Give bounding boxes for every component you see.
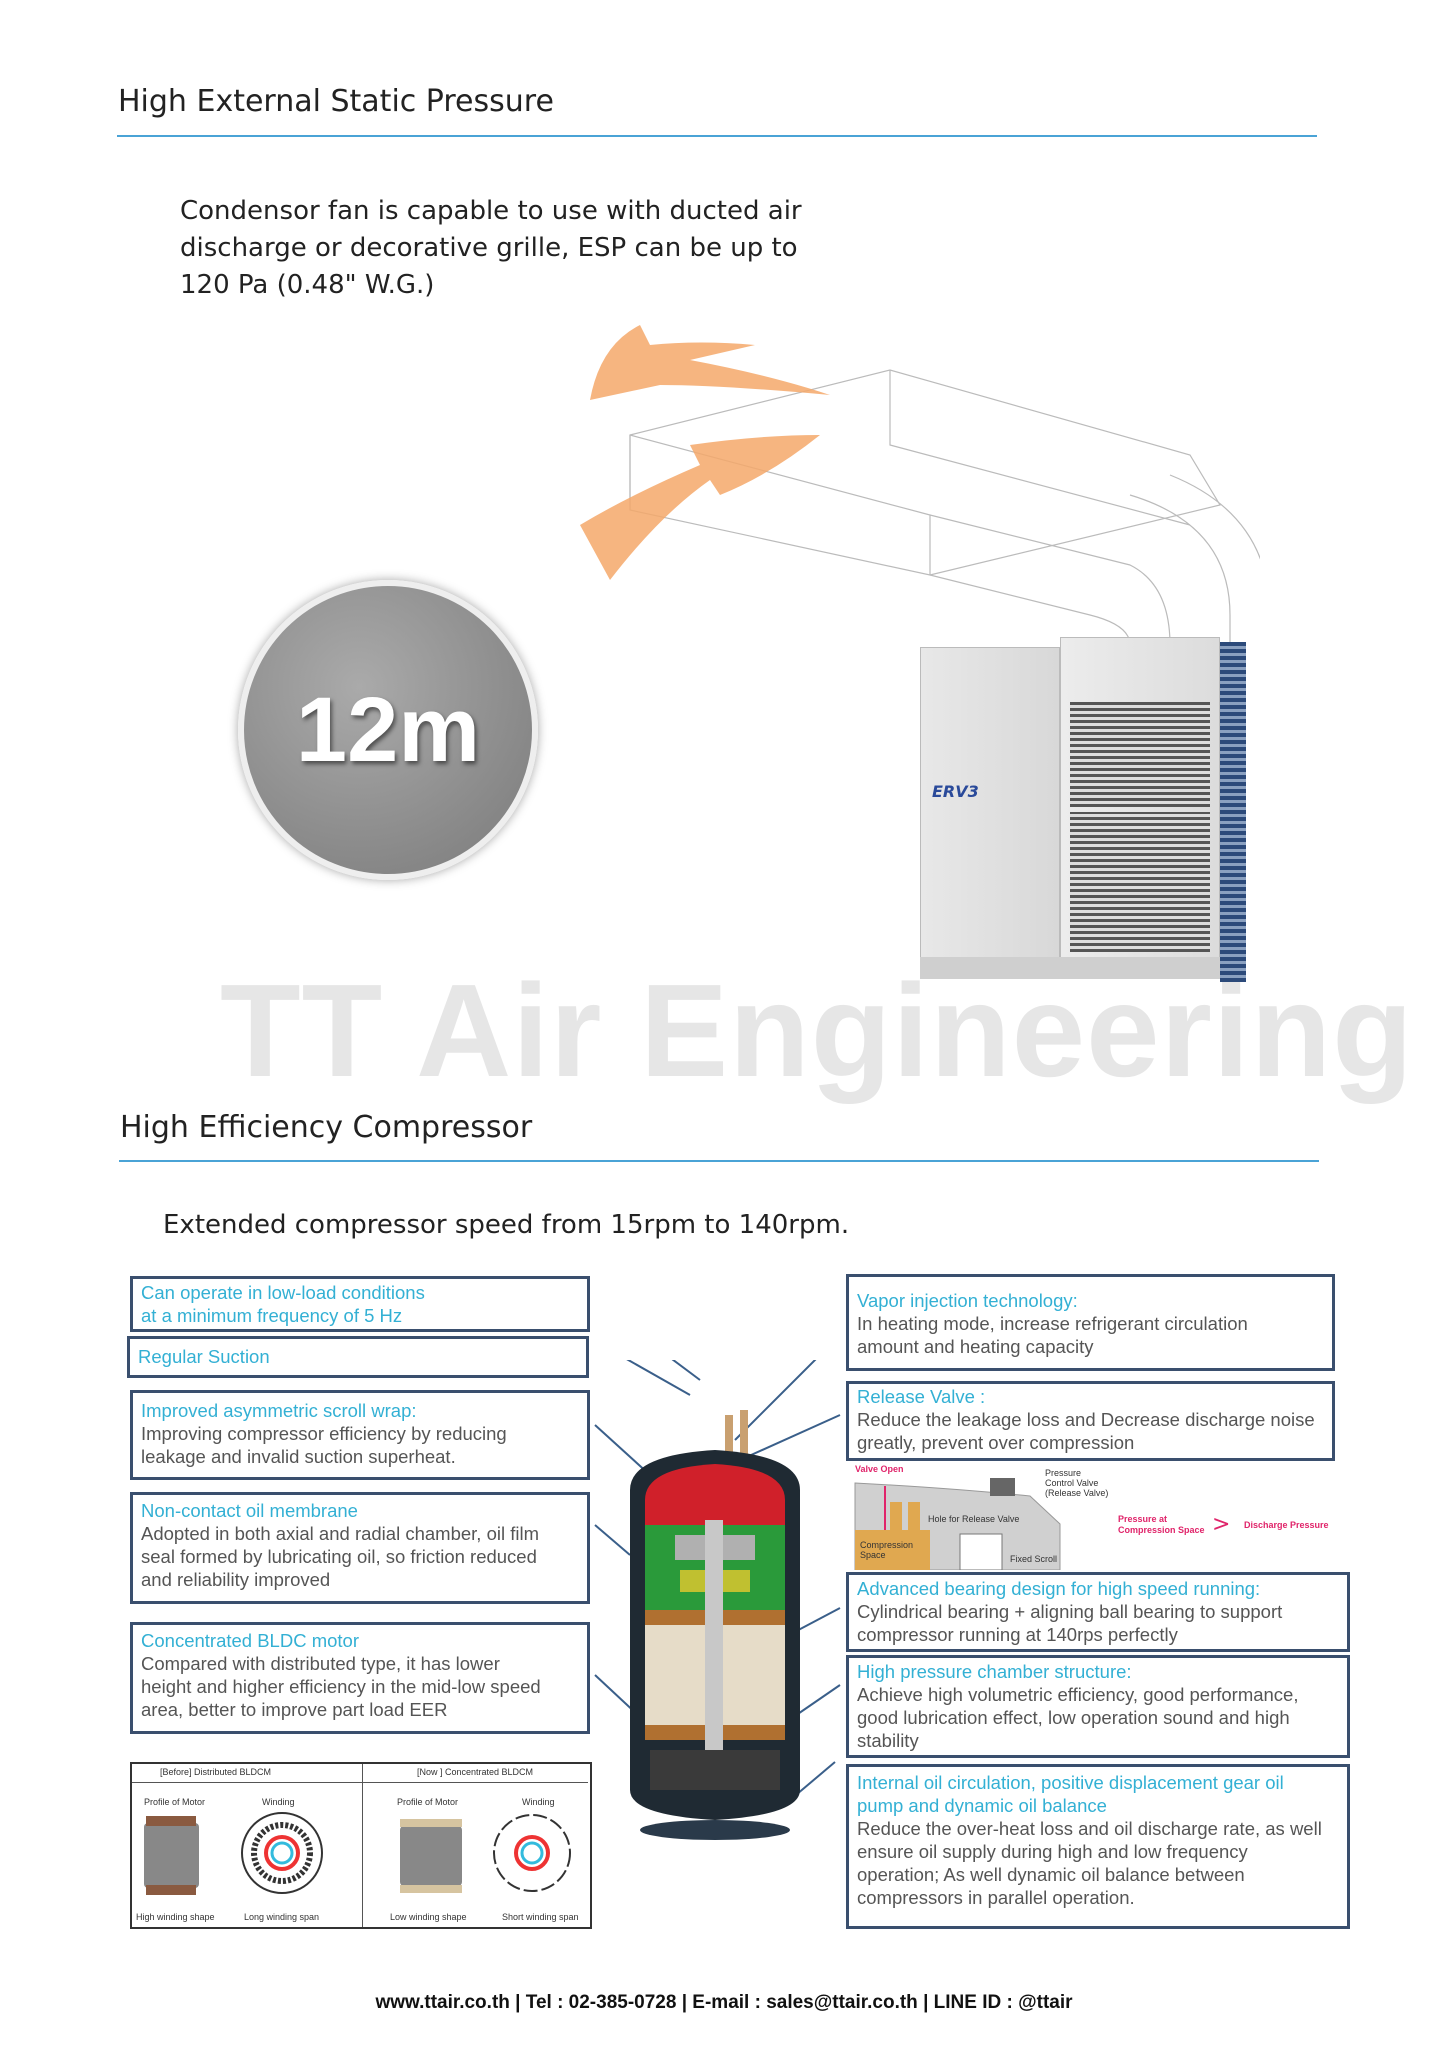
feature-text: In heating mode, increase refrigerant ci… [857, 1313, 1248, 1334]
feature-text: Reduce the leakage loss and Decrease dis… [857, 1409, 1315, 1430]
feature-text: Improving compressor efficiency by reduc… [141, 1423, 507, 1444]
caption: High winding shape [136, 1912, 215, 1922]
feature-title: High pressure chamber structure: [857, 1661, 1132, 1682]
feature-box-suction: Regular Suction [127, 1336, 589, 1378]
feature-text: and reliability improved [141, 1569, 331, 1590]
feature-box-oil-circulation: Internal oil circulation, positive displ… [846, 1764, 1350, 1929]
feature-title: pump and dynamic oil balance [857, 1795, 1107, 1816]
feature-text: area, better to improve part load EER [141, 1699, 448, 1720]
hole-label: Hole for Release Valve [928, 1514, 1020, 1524]
valve-open-label: Valve Open [855, 1464, 904, 1474]
valve-cross-section [854, 1478, 1061, 1570]
compressor-cutaway-image [594, 1360, 841, 1840]
column-label: Winding [522, 1797, 555, 1807]
feature-title: Concentrated BLDC motor [141, 1630, 359, 1651]
intro-line: 120 Pa (0.48" W.G.) [180, 270, 435, 300]
feature-text: Achieve high volumetric efficiency, good… [857, 1684, 1299, 1705]
release-valve-diagram: Valve Open Pressure Control Valve (Relea… [850, 1464, 1350, 1570]
feature-title: Improved asymmetric scroll wrap: [141, 1400, 417, 1421]
feature-box-release-valve: Release Valve : Reduce the leakage loss … [846, 1381, 1335, 1461]
feature-box-bldc-motor: Concentrated BLDC motor Compared with di… [130, 1622, 590, 1734]
feature-text: seal formed by lubricating oil, so frict… [141, 1546, 537, 1567]
feature-title: at a minimum frequency of 5 Hz [141, 1305, 403, 1326]
outdoor-unit-image: ERV3 [920, 637, 1246, 992]
intro-line: discharge or decorative grille, ESP can … [180, 233, 798, 263]
feature-text: Cylindrical bearing + aligning ball bear… [857, 1601, 1283, 1622]
feature-text: Compared with distributed type, it has l… [141, 1653, 500, 1674]
feature-text: Reduce the over-heat loss and oil discha… [857, 1818, 1322, 1839]
valve-icon [990, 1478, 1015, 1496]
section-title-compressor: High Efficiency Compressor [120, 1110, 533, 1145]
airflow-arrow-icon [580, 435, 820, 580]
feature-text: good lubrication effect, low operation s… [857, 1707, 1290, 1728]
distributed-motor-icon [144, 1823, 199, 1888]
motor-comparison-table: [Before] Distributed BLDCM [Now ] Concen… [130, 1762, 592, 1929]
feature-title: Non-contact oil membrane [141, 1500, 358, 1521]
feature-title: Can operate in low-load conditions [141, 1282, 425, 1303]
distance-badge: 12m [238, 580, 538, 880]
feature-title: Release Valve : [857, 1386, 986, 1407]
feature-box-vapor-injection: Vapor injection technology: In heating m… [846, 1274, 1335, 1371]
section-title-esp: High External Static Pressure [118, 84, 554, 119]
feature-text: Adopted in both axial and radial chamber… [141, 1523, 539, 1544]
airflow-arrow-icon [590, 325, 830, 400]
feature-box-bearing: Advanced bearing design for high speed r… [846, 1572, 1350, 1652]
esp-description: Condensor fan is capable to use with duc… [180, 193, 802, 304]
feature-box-low-load: Can operate in low-load conditions at a … [130, 1276, 590, 1332]
pressure-at-label: Pressure at Compression Space [1118, 1514, 1205, 1535]
watermark: TT Air Engineering [220, 957, 1414, 1104]
control-valve-label: Pressure Control Valve (Release Valve) [1045, 1468, 1109, 1498]
divider [119, 1160, 1319, 1162]
concentrated-motor-icon [400, 1826, 462, 1886]
divider [117, 135, 1317, 137]
discharge-chamber [645, 1464, 785, 1525]
column-label: Profile of Motor [397, 1797, 459, 1807]
feature-text: compressors in parallel operation. [857, 1887, 1135, 1908]
column-label: Winding [262, 1797, 295, 1807]
discharge-pressure-label: Discharge Pressure [1244, 1520, 1329, 1530]
feature-title: Advanced bearing design for high speed r… [857, 1578, 1261, 1599]
feature-text: amount and heating capacity [857, 1336, 1094, 1357]
footer-contact: www.ttair.co.th | Tel : 02-385-0728 | E-… [375, 1992, 1073, 2013]
feature-box-oil-membrane: Non-contact oil membrane Adopted in both… [130, 1492, 590, 1604]
caption: Short winding span [502, 1912, 579, 1922]
unit-model-label: ERV3 [932, 782, 979, 801]
column-label: Profile of Motor [144, 1797, 206, 1807]
feature-title: Vapor injection technology: [857, 1290, 1078, 1311]
long-winding-icon [241, 1812, 323, 1894]
feature-title: Regular Suction [138, 1346, 270, 1367]
duct-illustration [580, 325, 1260, 646]
badge-text: 12m [295, 678, 481, 781]
table-header-before: [Before] Distributed BLDCM [160, 1767, 272, 1777]
intro-line: Condensor fan is capable to use with duc… [180, 196, 802, 226]
feature-title: Internal oil circulation, positive displ… [857, 1772, 1284, 1793]
feature-text: leakage and invalid suction superheat. [141, 1446, 456, 1467]
motor-diagrams [144, 1812, 571, 1895]
compressor-intro: Extended compressor speed from 15rpm to … [163, 1210, 850, 1240]
caption: Low winding shape [390, 1912, 467, 1922]
feature-text: operation; As well dynamic oil balance b… [857, 1864, 1245, 1885]
feature-text: ensure oil supply during high and low fr… [857, 1841, 1248, 1862]
feature-text: greatly, prevent over compression [857, 1432, 1135, 1453]
fixed-scroll-label: Fixed Scroll [1010, 1554, 1058, 1564]
compression-space-label: Compression Space [860, 1540, 914, 1560]
greater-than-symbol: > [1212, 1512, 1231, 1537]
short-winding-icon [493, 1814, 571, 1892]
feature-text: compressor running at 140rps perfectly [857, 1624, 1178, 1645]
feature-box-high-pressure-chamber: High pressure chamber structure: Achieve… [846, 1655, 1350, 1758]
feature-text: height and higher efficiency in the mid-… [141, 1676, 541, 1697]
feature-box-scroll-wrap: Improved asymmetric scroll wrap: Improvi… [130, 1390, 590, 1480]
table-header-now: [Now ] Concentrated BLDCM [417, 1767, 534, 1777]
feature-text: stability [857, 1730, 919, 1751]
caption: Long winding span [244, 1912, 320, 1922]
